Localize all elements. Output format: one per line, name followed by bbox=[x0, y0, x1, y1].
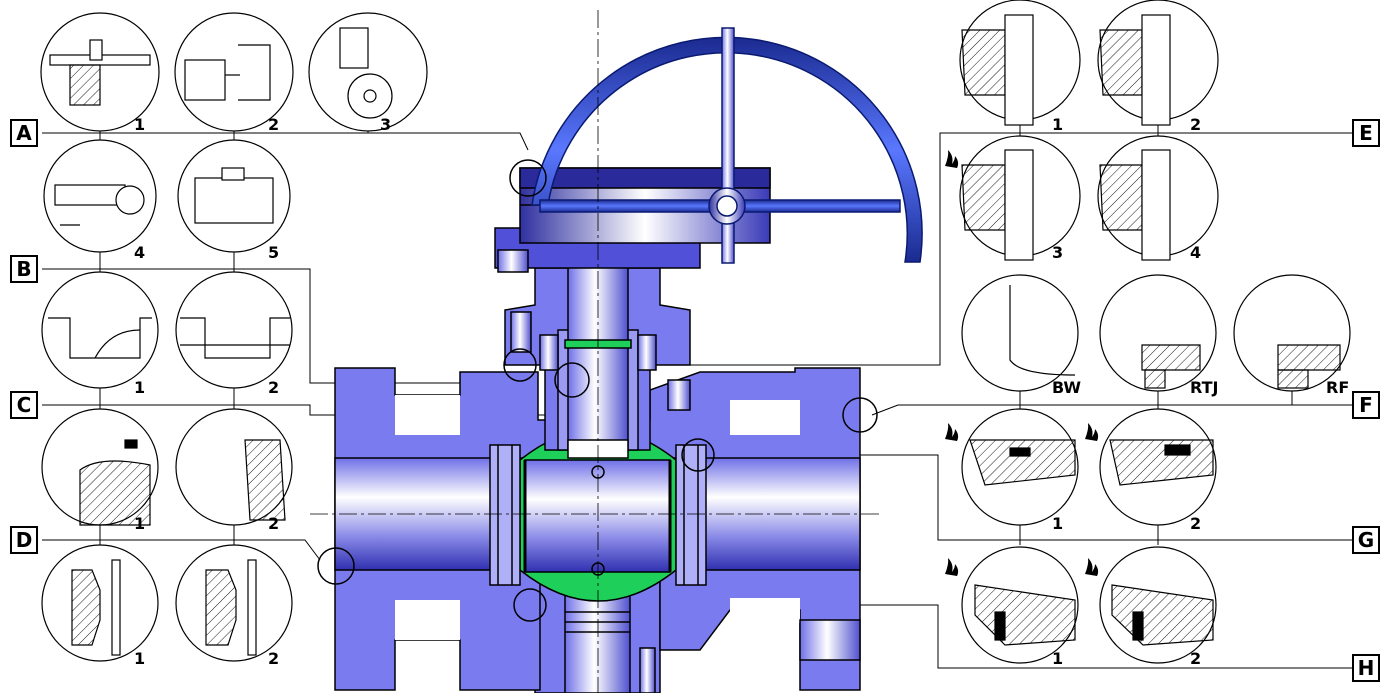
fire-safe-icon bbox=[945, 558, 959, 576]
detail-d2-number: 2 bbox=[268, 649, 279, 668]
detail-e3-number: 3 bbox=[1052, 243, 1063, 262]
seat-left bbox=[489, 444, 521, 586]
detail-b2 bbox=[175, 271, 293, 389]
label-c: C bbox=[10, 391, 38, 419]
detail-a1-number: 1 bbox=[134, 115, 145, 134]
detail-g2-number: 2 bbox=[1190, 514, 1201, 533]
detail-e2-number: 2 bbox=[1190, 115, 1201, 134]
fire-safe-icon bbox=[1085, 558, 1099, 576]
label-b: B bbox=[10, 255, 38, 283]
detail-b2-number: 2 bbox=[268, 378, 279, 397]
detail-f-bw-label: BW bbox=[1052, 378, 1081, 397]
ball-valve-cross-section bbox=[334, 167, 861, 694]
detail-g1-number: 1 bbox=[1052, 514, 1063, 533]
label-f: F bbox=[1352, 391, 1380, 419]
detail-c2-number: 2 bbox=[268, 514, 279, 533]
fire-safe-icon bbox=[1085, 423, 1099, 441]
detail-a5-number: 5 bbox=[268, 243, 279, 262]
label-g: G bbox=[1352, 526, 1380, 554]
detail-h2-number: 2 bbox=[1190, 649, 1201, 668]
label-a: A bbox=[10, 119, 38, 147]
detail-a3 bbox=[308, 12, 428, 132]
detail-f-bw bbox=[961, 274, 1079, 392]
connector-lines bbox=[42, 120, 1352, 669]
detail-e1-number: 1 bbox=[1052, 115, 1063, 134]
label-d: D bbox=[10, 526, 38, 554]
handwheel bbox=[531, 27, 923, 264]
seat-right bbox=[675, 444, 707, 586]
detail-b1-number: 1 bbox=[134, 378, 145, 397]
detail-c1-number: 1 bbox=[134, 514, 145, 533]
detail-numbers: 1 2 3 4 5 1 2 1 2 1 2 1 2 3 4 BW RTJ RF … bbox=[134, 115, 1349, 668]
fire-safe-icon bbox=[945, 150, 959, 168]
detail-f-rtj-label: RTJ bbox=[1190, 378, 1218, 397]
detail-a2 bbox=[174, 12, 294, 132]
detail-a2-number: 2 bbox=[268, 115, 279, 134]
detail-a4-number: 4 bbox=[134, 243, 145, 262]
fire-safe-icons bbox=[945, 150, 1099, 576]
label-h: H bbox=[1352, 654, 1380, 682]
label-e: E bbox=[1352, 119, 1380, 147]
detail-circles bbox=[40, 0, 1351, 664]
detail-a3-number: 3 bbox=[380, 115, 391, 134]
center-lines bbox=[310, 10, 880, 693]
detail-d1-number: 1 bbox=[134, 649, 145, 668]
detail-b1 bbox=[41, 271, 159, 389]
detail-f-rf-label: RF bbox=[1326, 378, 1349, 397]
detail-e4-number: 4 bbox=[1190, 243, 1201, 262]
detail-h1-number: 1 bbox=[1052, 649, 1063, 668]
detail-callouts bbox=[317, 159, 878, 622]
fire-safe-icon bbox=[945, 423, 959, 441]
